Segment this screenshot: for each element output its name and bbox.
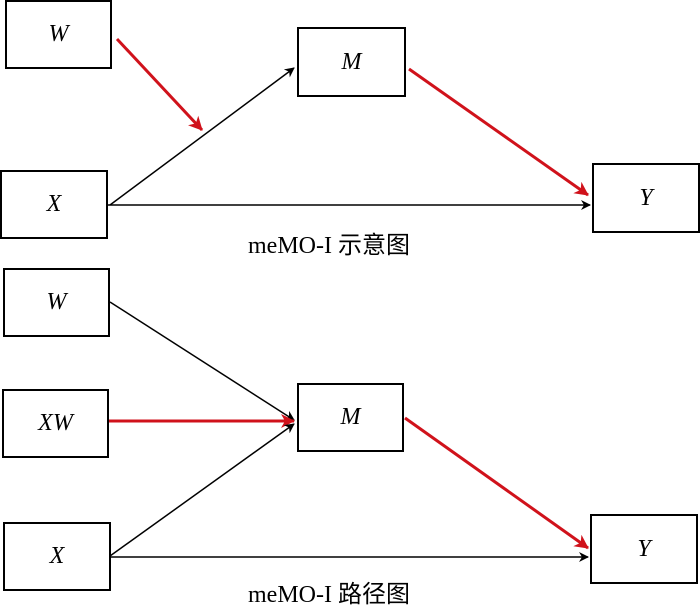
node-y-label: Y [639,184,653,211]
node-y-bottom-label: Y [637,535,651,562]
caption-schematic: meMO-I 示意图 [248,233,410,259]
node-m-label: M [341,48,362,75]
node-x: X [0,170,108,239]
node-y-bottom: Y [590,514,698,584]
node-x-label: X [46,191,62,217]
arrow-m-to-y [408,67,589,197]
node-w-label: W [48,21,69,47]
node-xw: XW [2,389,109,458]
node-x-bottom-label: X [49,543,65,569]
node-m-bottom: M [297,383,404,452]
node-x-bottom: X [3,522,111,591]
arrow-x-to-m-bottom [109,423,295,557]
arrow-m-to-y-bottom [404,416,589,550]
arrow-w-to-m [109,301,295,421]
node-w: W [5,0,112,69]
node-xw-label: XW [38,410,73,436]
arrow-w-to-xm-path [115,37,204,132]
node-m: M [297,27,406,97]
node-w-bottom-label: W [46,289,67,315]
node-y: Y [592,163,700,233]
arrow-x-to-m [109,67,295,206]
node-w-bottom: W [3,268,110,337]
node-m-bottom-label: M [340,404,361,430]
